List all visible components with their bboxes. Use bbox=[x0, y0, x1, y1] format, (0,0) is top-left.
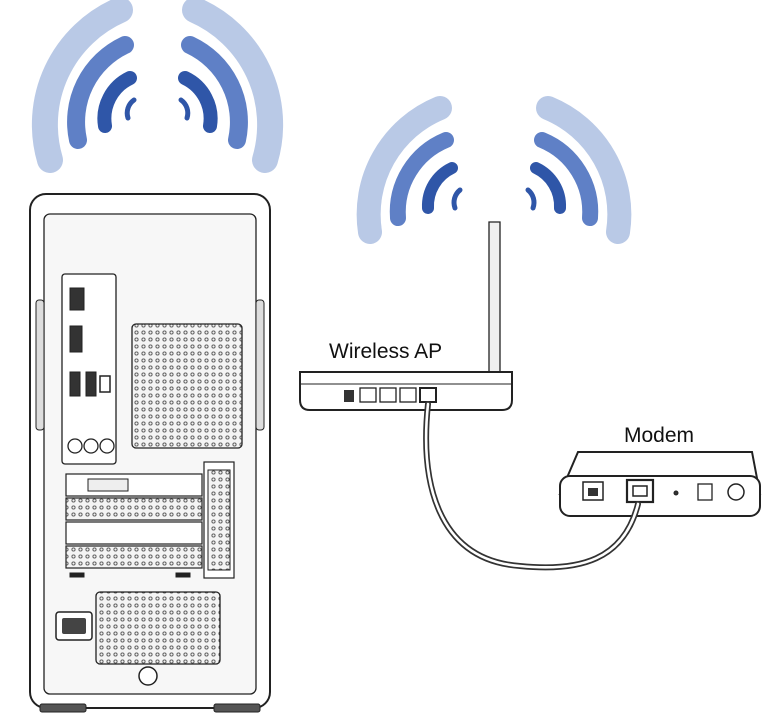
expansion-slots bbox=[65, 461, 235, 579]
ap-wifi-waves-icon bbox=[356, 96, 632, 244]
wireless-ap-label: Wireless AP bbox=[329, 340, 442, 363]
ethernet-cable bbox=[423, 401, 641, 571]
power-socket bbox=[55, 611, 93, 641]
wireless-ap-device bbox=[299, 221, 513, 411]
lower-vent-grille bbox=[95, 591, 221, 665]
pc-wifi-waves-icon bbox=[31, 0, 284, 173]
io-panel bbox=[61, 273, 117, 465]
upper-vent-grille bbox=[131, 323, 243, 449]
antenna-icon bbox=[488, 221, 501, 389]
desktop-pc-tower bbox=[29, 193, 271, 713]
modem-label: Modem bbox=[624, 424, 694, 447]
modem-device bbox=[558, 451, 762, 517]
